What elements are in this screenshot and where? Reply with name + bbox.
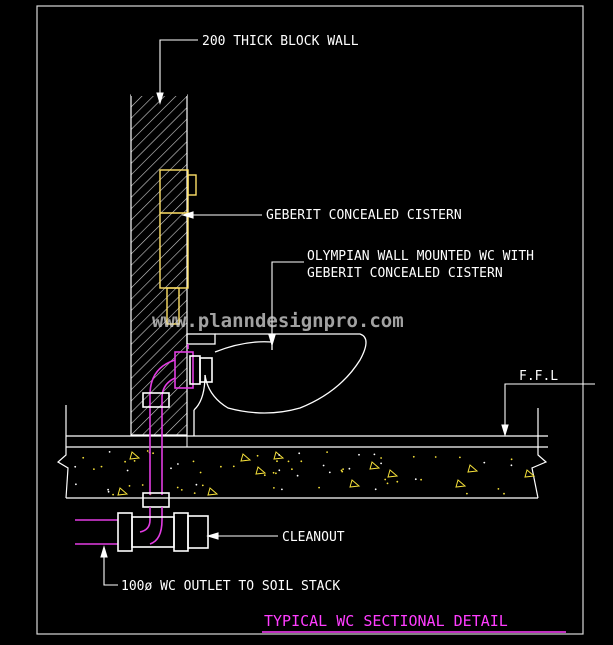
aggregate-dot xyxy=(300,460,303,463)
drawing-title: TYPICAL WC SECTIONAL DETAIL xyxy=(262,612,566,633)
aggregate-dot xyxy=(201,484,204,487)
aggregate-mark xyxy=(240,453,252,462)
aggregate-dot xyxy=(276,460,278,463)
soil-pipe xyxy=(75,344,213,552)
aggregate-dot xyxy=(141,484,144,486)
leader-lines xyxy=(100,39,595,586)
aggregate-dot xyxy=(176,486,179,489)
floor-slab xyxy=(56,405,548,499)
aggregate-dot xyxy=(342,468,344,470)
aggregate-dot xyxy=(272,471,275,474)
aggregate-dot xyxy=(414,478,417,481)
aggregate-dot xyxy=(459,456,461,459)
aggregate-dot xyxy=(296,474,299,477)
aggregate-dot xyxy=(322,464,325,467)
drawing-border xyxy=(36,5,584,635)
wc-label-line2: GEBERIT CONCEALED CISTERN xyxy=(307,266,503,281)
aggregate-dot xyxy=(273,487,275,489)
aggregate-dot xyxy=(348,467,351,470)
outlet-label: 100ø WC OUTLET TO SOIL STACK xyxy=(121,579,340,594)
aggregate-dot xyxy=(93,468,95,470)
aggregate-mark xyxy=(207,487,219,496)
aggregate-dot xyxy=(107,488,109,491)
watermark: www.planndesignpro.com xyxy=(152,310,404,332)
aggregate-dot xyxy=(298,452,301,455)
annotations: 200 THICK BLOCK WALL GEBERIT CONCEALED C… xyxy=(121,34,558,594)
aggregate-dot xyxy=(108,451,111,453)
aggregate-dot xyxy=(124,460,126,463)
aggregate-dot xyxy=(341,470,344,473)
aggregate-dot xyxy=(170,467,172,470)
aggregate-dot xyxy=(358,453,360,456)
aggregate-dot xyxy=(278,454,281,456)
aggregate-dot xyxy=(328,471,331,474)
aggregate-dot xyxy=(275,472,277,475)
wc-label-line1: OLYMPIAN WALL MOUNTED WC WITH xyxy=(307,249,534,264)
aggregate-dot xyxy=(318,486,320,489)
aggregate-dot xyxy=(180,489,183,491)
aggregate-dot xyxy=(195,483,198,486)
ffl-label: F.F.L xyxy=(519,369,558,384)
aggregate-dot xyxy=(281,488,283,491)
aggregate-dot xyxy=(420,478,422,481)
aggregate-dot xyxy=(497,488,500,490)
aggregate-dot xyxy=(193,492,196,494)
wall-label: 200 THICK BLOCK WALL xyxy=(202,34,359,49)
aggregate-dot xyxy=(75,483,77,486)
aggregate-dot xyxy=(232,465,235,468)
aggregate-dot xyxy=(503,492,505,495)
aggregate-dot xyxy=(82,456,85,459)
aggregate-dot xyxy=(384,478,387,481)
aggregate-dot xyxy=(278,469,281,472)
aggregate-dot xyxy=(373,453,376,456)
cleanout-label: CLEANOUT xyxy=(282,530,345,545)
aggregate-dot xyxy=(291,468,293,471)
aggregate-dot xyxy=(396,480,399,483)
aggregate-dot xyxy=(434,456,437,458)
aggregate-dot xyxy=(220,465,222,468)
aggregate-dot xyxy=(412,455,415,458)
wall-hung-wc xyxy=(186,333,367,436)
aggregate-dot xyxy=(177,463,179,465)
concealed-cistern xyxy=(159,169,197,325)
aggregate-dot xyxy=(510,458,513,461)
aggregate-dot xyxy=(133,460,136,462)
aggregate-dot xyxy=(386,482,389,485)
aggregate-dot xyxy=(192,460,195,463)
aggregate-dot xyxy=(510,464,513,467)
aggregate-dot xyxy=(146,450,149,452)
aggregate-dot xyxy=(466,492,468,495)
aggregate-dot xyxy=(287,460,290,463)
cistern-label: GEBERIT CONCEALED CISTERN xyxy=(266,208,462,223)
aggregate-dot xyxy=(380,457,382,459)
aggregate-mark xyxy=(129,451,141,460)
aggregate-mark xyxy=(467,464,479,473)
aggregate-mark xyxy=(117,487,129,496)
aggregate-dot xyxy=(256,454,259,457)
title-text: TYPICAL WC SECTIONAL DETAIL xyxy=(264,612,508,630)
aggregate-dot xyxy=(100,465,103,468)
concrete-aggregate xyxy=(74,450,536,496)
aggregate-dot xyxy=(326,451,328,453)
aggregate-dot xyxy=(152,452,155,455)
aggregate-dot xyxy=(263,474,266,477)
aggregate-dot xyxy=(74,465,77,468)
aggregate-dot xyxy=(112,493,114,496)
aggregate-dot xyxy=(483,461,486,464)
aggregate-mark xyxy=(255,466,267,475)
aggregate-dot xyxy=(126,469,129,472)
aggregate-mark xyxy=(349,479,361,488)
aggregate-dot xyxy=(380,462,382,465)
aggregate-dot xyxy=(199,471,202,474)
block-wall xyxy=(130,94,188,436)
aggregate-dot xyxy=(107,490,110,493)
aggregate-dot xyxy=(128,485,131,487)
aggregate-mark xyxy=(455,479,467,488)
aggregate-mark xyxy=(387,469,399,478)
aggregate-mark xyxy=(369,461,381,470)
aggregate-dot xyxy=(374,488,377,491)
aggregate-mark xyxy=(524,469,536,478)
